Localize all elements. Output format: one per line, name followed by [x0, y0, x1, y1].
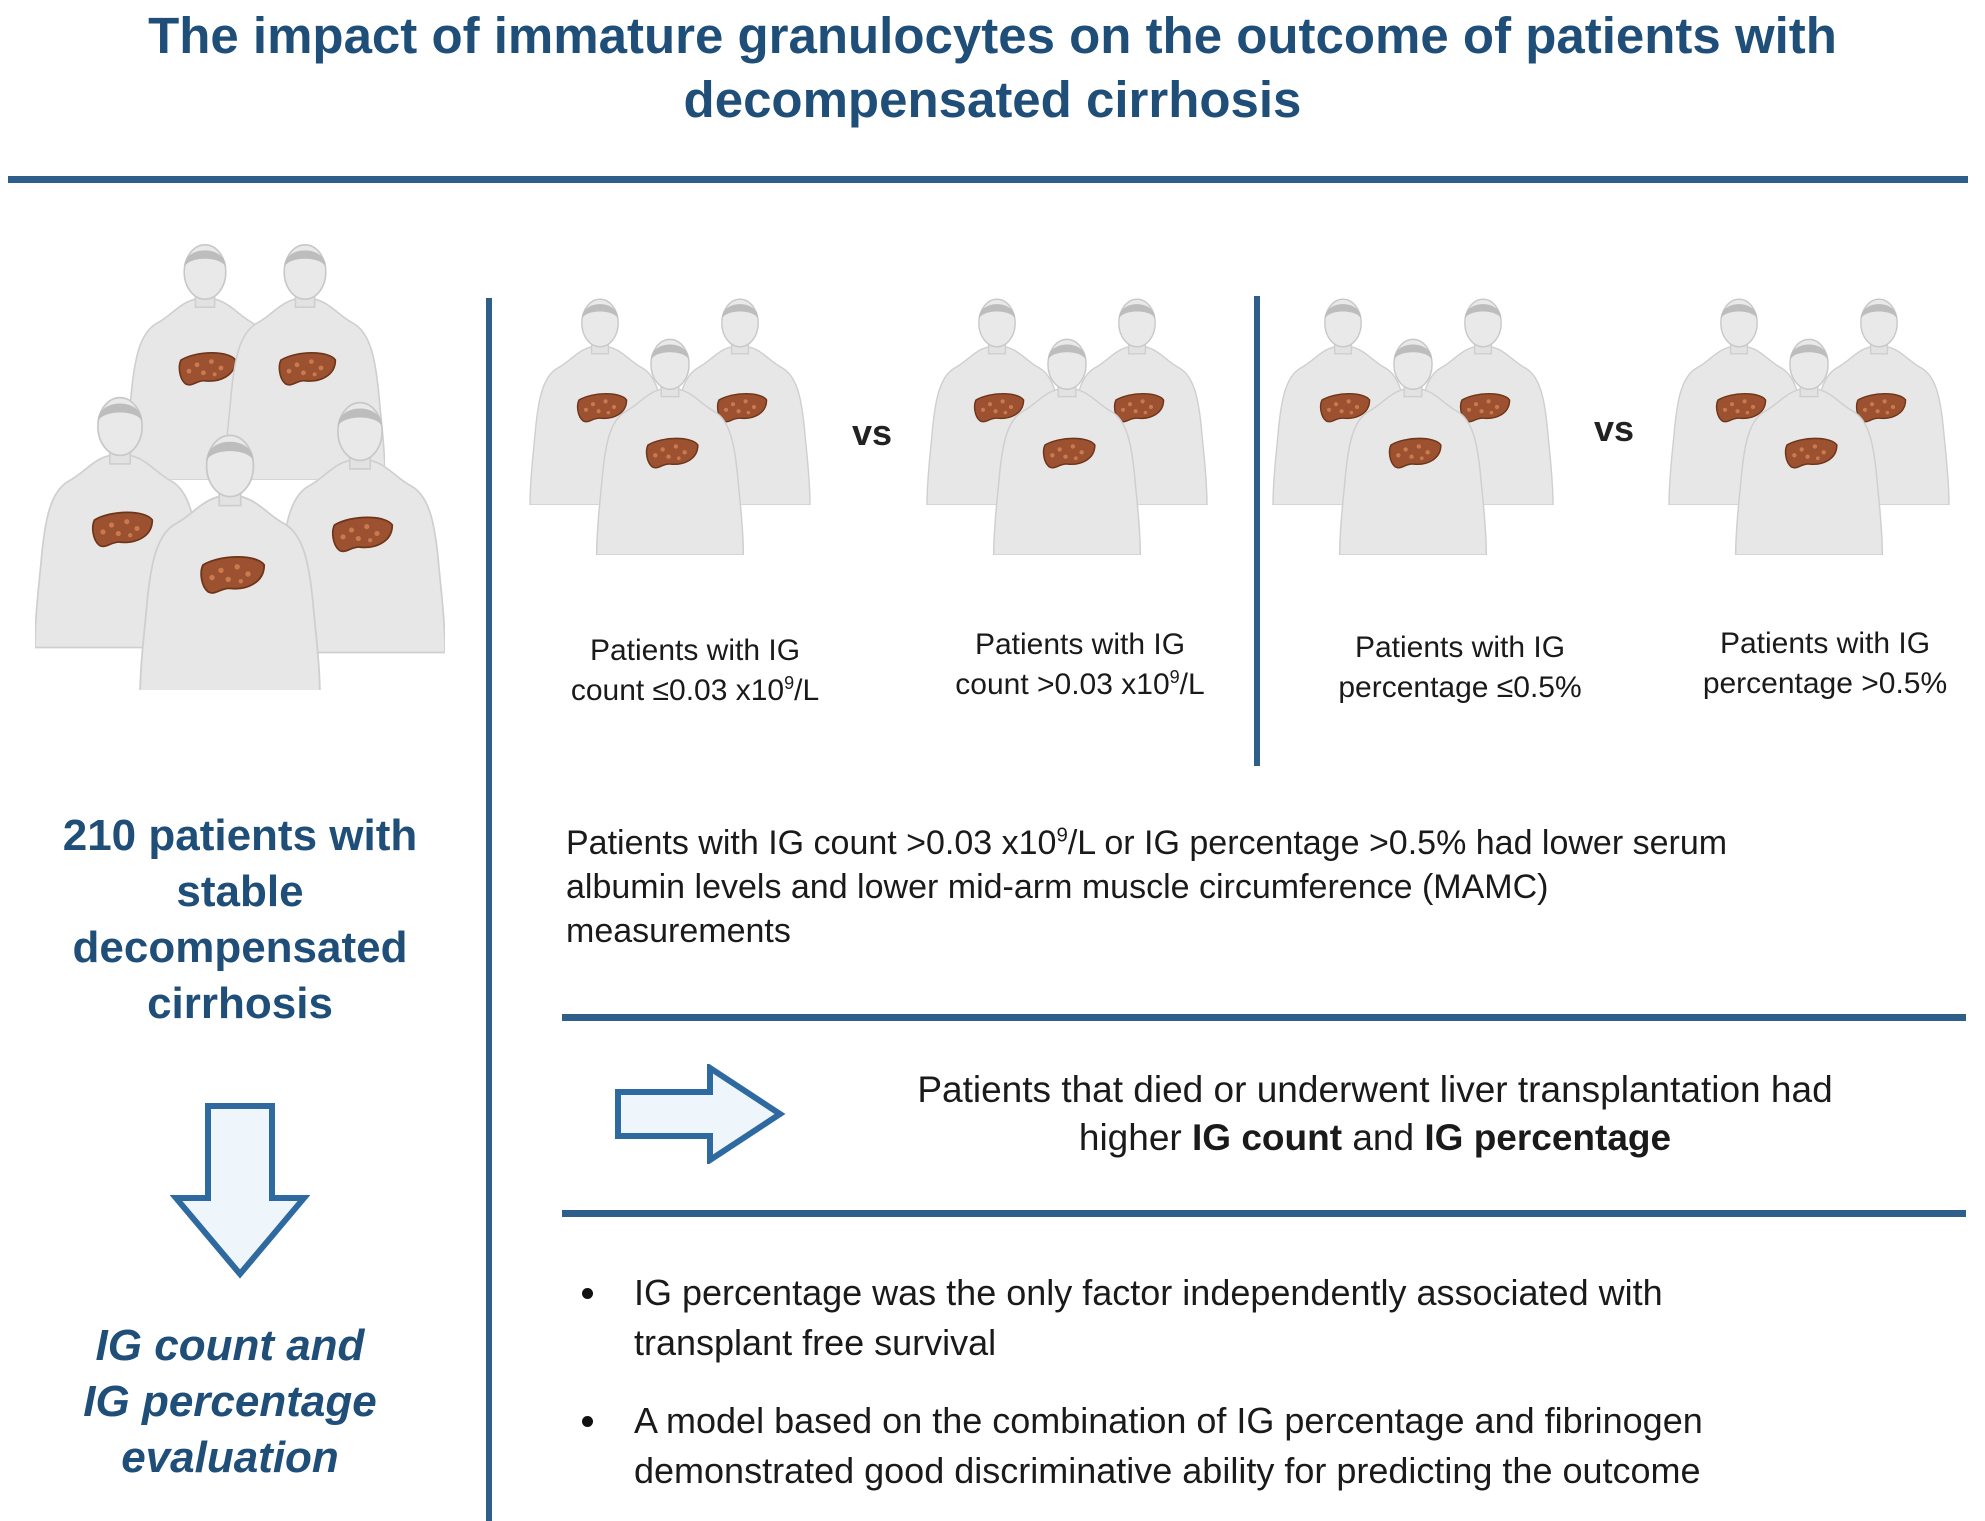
group-illustration-2 [926, 298, 1208, 555]
group-caption-2: Patients with IG count >0.03 x109/L [955, 628, 1205, 701]
evaluation-line: evaluation [121, 1433, 339, 1482]
vs-label-count: vs [852, 412, 893, 453]
main-vertical-divider [486, 298, 492, 1521]
evaluation-line: IG count and [95, 1321, 365, 1370]
vs-label-percentage: vs [1594, 408, 1635, 449]
conclusion-list: IG percentage was the only factor indepe… [582, 1268, 1972, 1508]
group-illustration-1 [529, 298, 811, 555]
group-divider [1254, 296, 1260, 766]
section-divider-1 [562, 1014, 1966, 1021]
finding-outcome: Patients that died or underwent liver tr… [917, 1069, 1833, 1158]
evaluation-line: IG percentage [83, 1377, 377, 1426]
finding-albumin-mamc: Patients with IG count >0.03 x109/L or I… [566, 824, 1728, 950]
title-line-2: decompensated cirrhosis [683, 71, 1302, 128]
section-divider-2 [562, 1210, 1966, 1217]
bullet-icon [582, 1416, 593, 1427]
bullet-icon [582, 1288, 593, 1299]
cohort-line: 210 patients with [62, 811, 418, 860]
title-line-1: The impact of immature granulocytes on t… [148, 7, 1837, 64]
patient-group-icon [35, 244, 445, 700]
cohort-line: stable [176, 867, 304, 916]
group-caption-1: Patients with IG count ≤0.03 x109/L [570, 634, 820, 707]
group-illustration-4 [1668, 298, 1950, 555]
down-arrow-icon [170, 1103, 310, 1279]
title-divider [8, 176, 1968, 183]
cohort-line: cirrhosis [147, 979, 333, 1028]
cohort-illustration [35, 240, 455, 700]
group-caption-3: Patients with IG percentage ≤0.5% [1338, 631, 1582, 704]
cohort-line: decompensated [72, 923, 408, 972]
group-caption-4: Patients with IG percentage >0.5% [1702, 627, 1948, 700]
evaluation-label: IG count and IG percentage evaluation [10, 1318, 450, 1486]
right-arrow-icon [615, 1064, 786, 1164]
page-title: The impact of immature granulocytes on t… [0, 4, 1985, 132]
group-illustration-3 [1272, 298, 1554, 555]
cohort-description: 210 patients with stable decompensated c… [20, 808, 460, 1032]
